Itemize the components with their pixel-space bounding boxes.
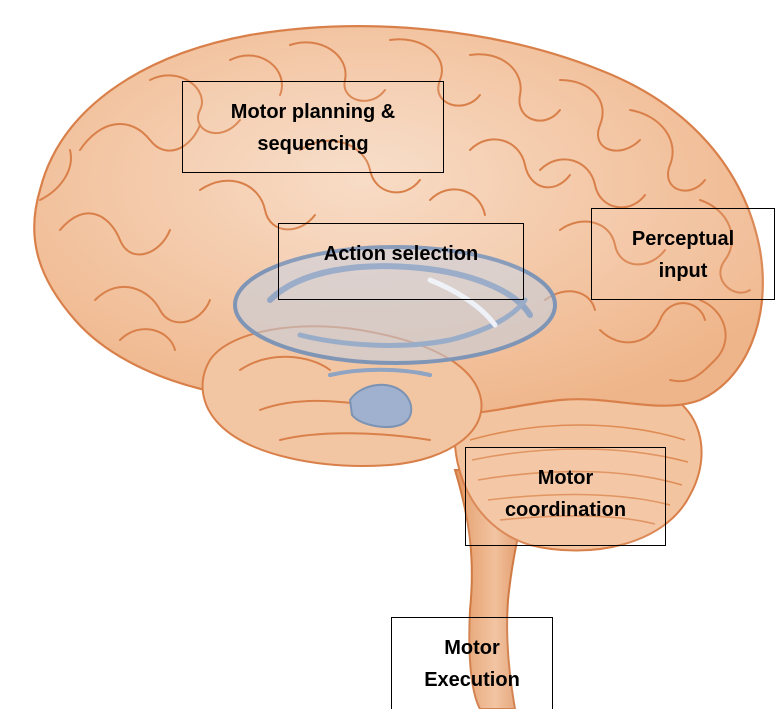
label-motor-planning-line1: Motor planning & [183,96,443,128]
label-perceptual-input-line2: input [592,255,774,287]
label-perceptual-input: Perceptual input [591,208,775,300]
label-action-selection: Action selection [278,223,524,300]
label-motor-execution: Motor Execution [391,617,553,709]
label-perceptual-input-line1: Perceptual [592,223,774,255]
label-motor-coordination-line2: coordination [466,494,665,526]
label-motor-execution-line1: Motor [392,632,552,664]
label-motor-coordination: Motor coordination [465,447,666,546]
label-motor-execution-line2: Execution [392,664,552,696]
label-action-selection-line1: Action selection [279,238,523,270]
label-motor-planning: Motor planning & sequencing [182,81,444,173]
label-motor-coordination-line1: Motor [466,462,665,494]
label-motor-planning-line2: sequencing [183,128,443,160]
